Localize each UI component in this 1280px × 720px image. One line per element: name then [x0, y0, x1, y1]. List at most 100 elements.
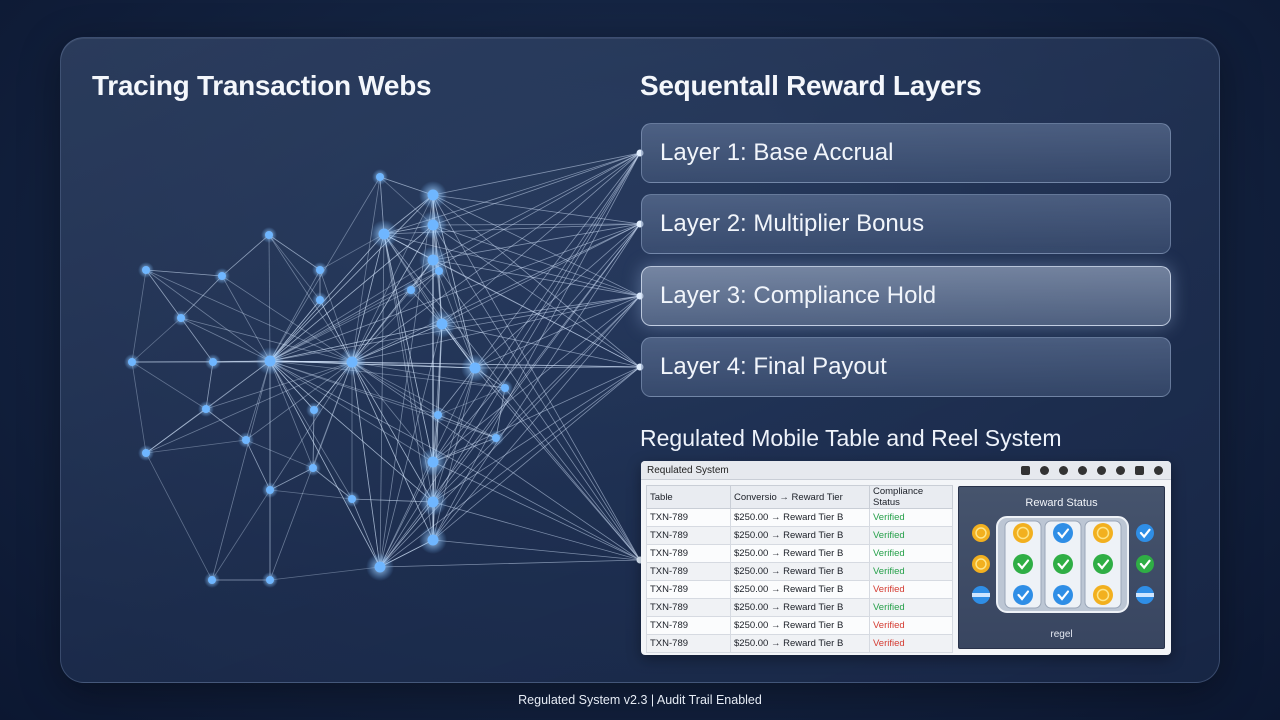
check-blue-icon: [1136, 524, 1154, 542]
layer-item-multiplier-bonus[interactable]: Layer 2: Multiplier Bonus: [641, 194, 1171, 254]
shield-icon[interactable]: [1135, 466, 1144, 475]
cell-transaction-id: TXN-789: [647, 635, 731, 653]
check-green-icon: [1053, 554, 1073, 574]
network-node: [177, 314, 185, 322]
cell-compliance-status: Verified: [870, 545, 953, 563]
network-node: [501, 384, 509, 392]
network-node: [202, 405, 210, 413]
cell-compliance-status: Verified: [870, 581, 953, 599]
reward-status-footer: regel: [959, 629, 1164, 640]
window-toolbar: [1021, 466, 1171, 475]
network-node: [208, 576, 216, 584]
column-header-conversion[interactable]: Conversio → Reward Tier: [731, 486, 870, 509]
system-title: Regulated Mobile Table and Reel System: [640, 425, 1062, 452]
reward-reels: [959, 487, 1166, 650]
network-node: [309, 464, 317, 472]
network-node: [128, 358, 136, 366]
settings-icon[interactable]: [1154, 466, 1163, 475]
coin-icon: [1093, 523, 1113, 543]
cell-compliance-status: Verified: [870, 509, 953, 527]
table-row[interactable]: TXN-789$250.00 → Reward Tier BVerified: [647, 617, 953, 635]
grid-icon[interactable]: [1021, 466, 1030, 475]
network-node: [428, 220, 439, 231]
network-node: [379, 229, 390, 240]
reward-status-title: Reward Status: [959, 497, 1164, 509]
layer-label: Layer 1: Base Accrual: [660, 139, 893, 167]
refresh-icon[interactable]: [1078, 466, 1087, 475]
network-node: [142, 449, 150, 457]
cell-transaction-id: TXN-789: [647, 509, 731, 527]
info-icon[interactable]: [1059, 466, 1068, 475]
cell-conversion: $250.00 → Reward Tier B: [731, 563, 870, 581]
network-node: [375, 562, 386, 573]
network-node: [428, 497, 439, 508]
clock-icon[interactable]: [1040, 466, 1049, 475]
disc-blue-icon: [972, 586, 990, 604]
cell-conversion: $250.00 → Reward Tier B: [731, 545, 870, 563]
layer-label: Layer 4: Final Payout: [660, 353, 887, 381]
coin-icon: [972, 524, 990, 542]
window-titlebar: Requlated System: [641, 461, 1171, 480]
network-node: [407, 286, 415, 294]
cell-transaction-id: TXN-789: [647, 545, 731, 563]
cell-transaction-id: TXN-789: [647, 617, 731, 635]
network-node: [435, 267, 443, 275]
network-node: [316, 296, 324, 304]
layer-item-compliance-hold[interactable]: Layer 3: Compliance Hold: [641, 266, 1171, 326]
network-node: [470, 363, 481, 374]
coin-icon: [1013, 523, 1033, 543]
table-row[interactable]: TXN-789$250.00 → Reward Tier BVerified: [647, 545, 953, 563]
table-row[interactable]: TXN-789$250.00 → Reward Tier BVerified: [647, 635, 953, 653]
table-row[interactable]: TXN-789$250.00 → Reward Tier BVerified: [647, 509, 953, 527]
table-header-row: Table Conversio → Reward Tier Compliance…: [647, 486, 953, 509]
lock-icon[interactable]: [1116, 466, 1125, 475]
network-node: [428, 190, 439, 201]
footer-status: Regulated System v2.3 | Audit Trail Enab…: [0, 693, 1280, 707]
table-row[interactable]: TXN-789$250.00 → Reward Tier BVerified: [647, 581, 953, 599]
check-blue-icon: [1053, 585, 1073, 605]
check-green-icon: [1013, 554, 1033, 574]
check-blue-icon: [1013, 585, 1033, 605]
network-node: [266, 576, 274, 584]
cell-transaction-id: TXN-789: [647, 599, 731, 617]
regulated-system-window: Requlated System Table Conversio → Rewar…: [641, 461, 1171, 655]
network-node: [209, 358, 217, 366]
cell-compliance-status: Verified: [870, 527, 953, 545]
check-green-icon: [1093, 554, 1113, 574]
table-row[interactable]: TXN-789$250.00 → Reward Tier BVerified: [647, 563, 953, 581]
network-node: [265, 231, 273, 239]
disc-blue-icon: [1136, 586, 1154, 604]
cell-conversion: $250.00 → Reward Tier B: [731, 617, 870, 635]
network-node: [428, 457, 439, 468]
network-node: [492, 434, 500, 442]
transaction-network-graph: [100, 140, 660, 600]
column-header-compliance[interactable]: Compliance Status: [870, 486, 953, 509]
network-node: [376, 173, 384, 181]
cell-transaction-id: TXN-789: [647, 563, 731, 581]
layer-label: Layer 3: Compliance Hold: [660, 282, 936, 310]
check-green-icon: [1136, 555, 1154, 573]
layer-label: Layer 2: Multiplier Bonus: [660, 210, 924, 238]
table-row[interactable]: TXN-789$250.00 → Reward Tier BVerified: [647, 527, 953, 545]
layer-item-base-accrual[interactable]: Layer 1: Base Accrual: [641, 123, 1171, 183]
column-header-table[interactable]: Table: [647, 486, 731, 509]
network-node: [265, 356, 276, 367]
network-node: [242, 436, 250, 444]
network-node: [310, 406, 318, 414]
table-row[interactable]: TXN-789$250.00 → Reward Tier BVerified: [647, 599, 953, 617]
network-node: [316, 266, 324, 274]
network-node: [142, 266, 150, 274]
cell-conversion: $250.00 → Reward Tier B: [731, 581, 870, 599]
cell-conversion: $250.00 → Reward Tier B: [731, 527, 870, 545]
window-title: Requlated System: [647, 465, 729, 476]
coin-icon: [1093, 585, 1113, 605]
coin-icon: [972, 555, 990, 573]
cell-conversion: $250.00 → Reward Tier B: [731, 599, 870, 617]
network-node: [437, 319, 448, 330]
transactions-table: Table Conversio → Reward Tier Compliance…: [646, 485, 953, 653]
check-blue-icon: [1053, 523, 1073, 543]
layer-item-final-payout[interactable]: Layer 4: Final Payout: [641, 337, 1171, 397]
cell-compliance-status: Verified: [870, 635, 953, 653]
network-node: [347, 357, 358, 368]
link-icon[interactable]: [1097, 466, 1106, 475]
